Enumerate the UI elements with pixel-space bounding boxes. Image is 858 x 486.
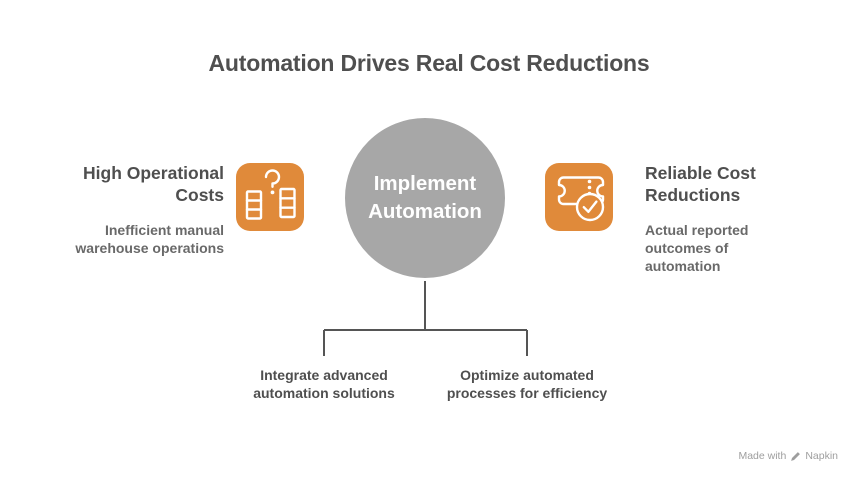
right-item-subtext: Actual reported outcomes of automation	[645, 222, 749, 275]
warehouse-shelves-question-icon	[236, 163, 304, 231]
page-title: Automation Drives Real Cost Reductions	[208, 50, 650, 76]
warehouse-shelves-question-glyph	[245, 169, 296, 220]
ticket-check-icon	[545, 163, 613, 231]
pen-icon	[791, 451, 801, 461]
central-node-label: Implement Automation	[368, 172, 482, 223]
branch-label-optimize: Optimize automated processes for efficie…	[446, 367, 608, 401]
left-item-subtext: Inefficient manual warehouse operations	[75, 222, 224, 257]
right-item-heading: Reliable Cost Reductions	[645, 163, 756, 206]
watermark-brand: Napkin	[805, 450, 838, 462]
central-node: Implement Automation	[342, 115, 508, 281]
ticket-check-glyph	[553, 176, 609, 222]
left-item-heading: High Operational Costs	[83, 163, 224, 206]
watermark: Made with Napkin	[738, 450, 838, 462]
branch-label-integrate: Integrate advanced automation solutions	[253, 367, 395, 401]
watermark-prefix: Made with	[738, 450, 787, 462]
